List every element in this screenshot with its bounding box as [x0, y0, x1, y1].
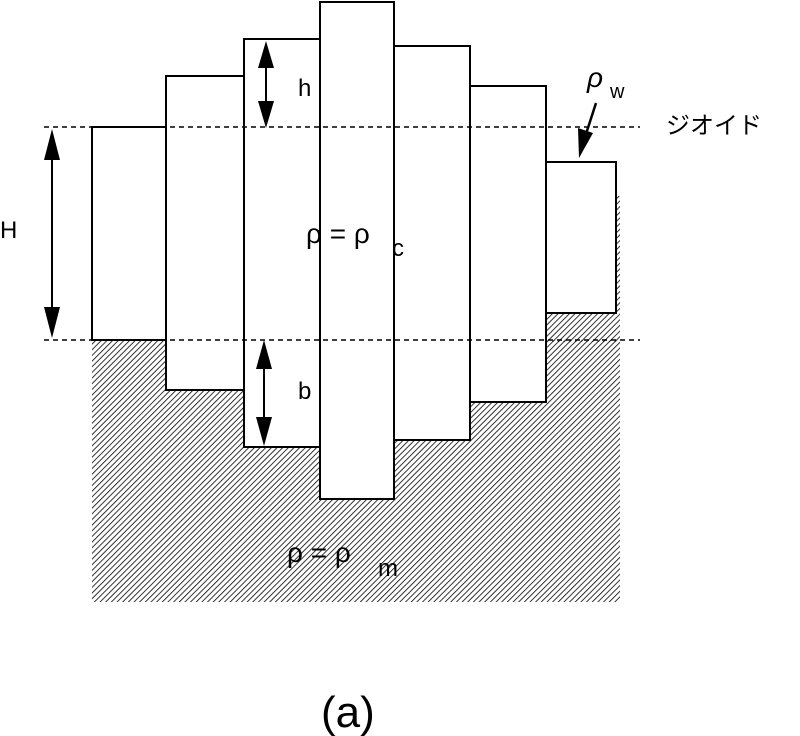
rho-w-label: ρ: [586, 62, 603, 93]
h-arrow: [258, 41, 274, 128]
h-label: h: [298, 75, 311, 102]
rho-w-arrow: [578, 102, 598, 158]
H-arrow: [44, 129, 60, 338]
rho-c-subscript: c: [392, 235, 404, 262]
rho-w-subscript: w: [609, 81, 625, 103]
H-label: H: [0, 217, 17, 244]
crust-columns: [91, 1, 617, 500]
rho-m-label: ρ = ρ: [287, 537, 351, 568]
crust-column-1: [91, 126, 167, 341]
rho-c-label: ρ = ρ: [306, 218, 370, 249]
crust-column-4: [319, 1, 395, 500]
crust-column-6: [469, 85, 547, 403]
geoid-label: ジオイド: [666, 112, 762, 139]
b-label: b: [298, 378, 311, 405]
crust-column-7: [545, 161, 617, 314]
figure-caption: (a): [321, 688, 375, 736]
crust-column-5: [393, 45, 471, 441]
rho-m-subscript: m: [378, 555, 398, 582]
crust-column-2: [165, 75, 245, 391]
b-arrow: [256, 340, 272, 446]
